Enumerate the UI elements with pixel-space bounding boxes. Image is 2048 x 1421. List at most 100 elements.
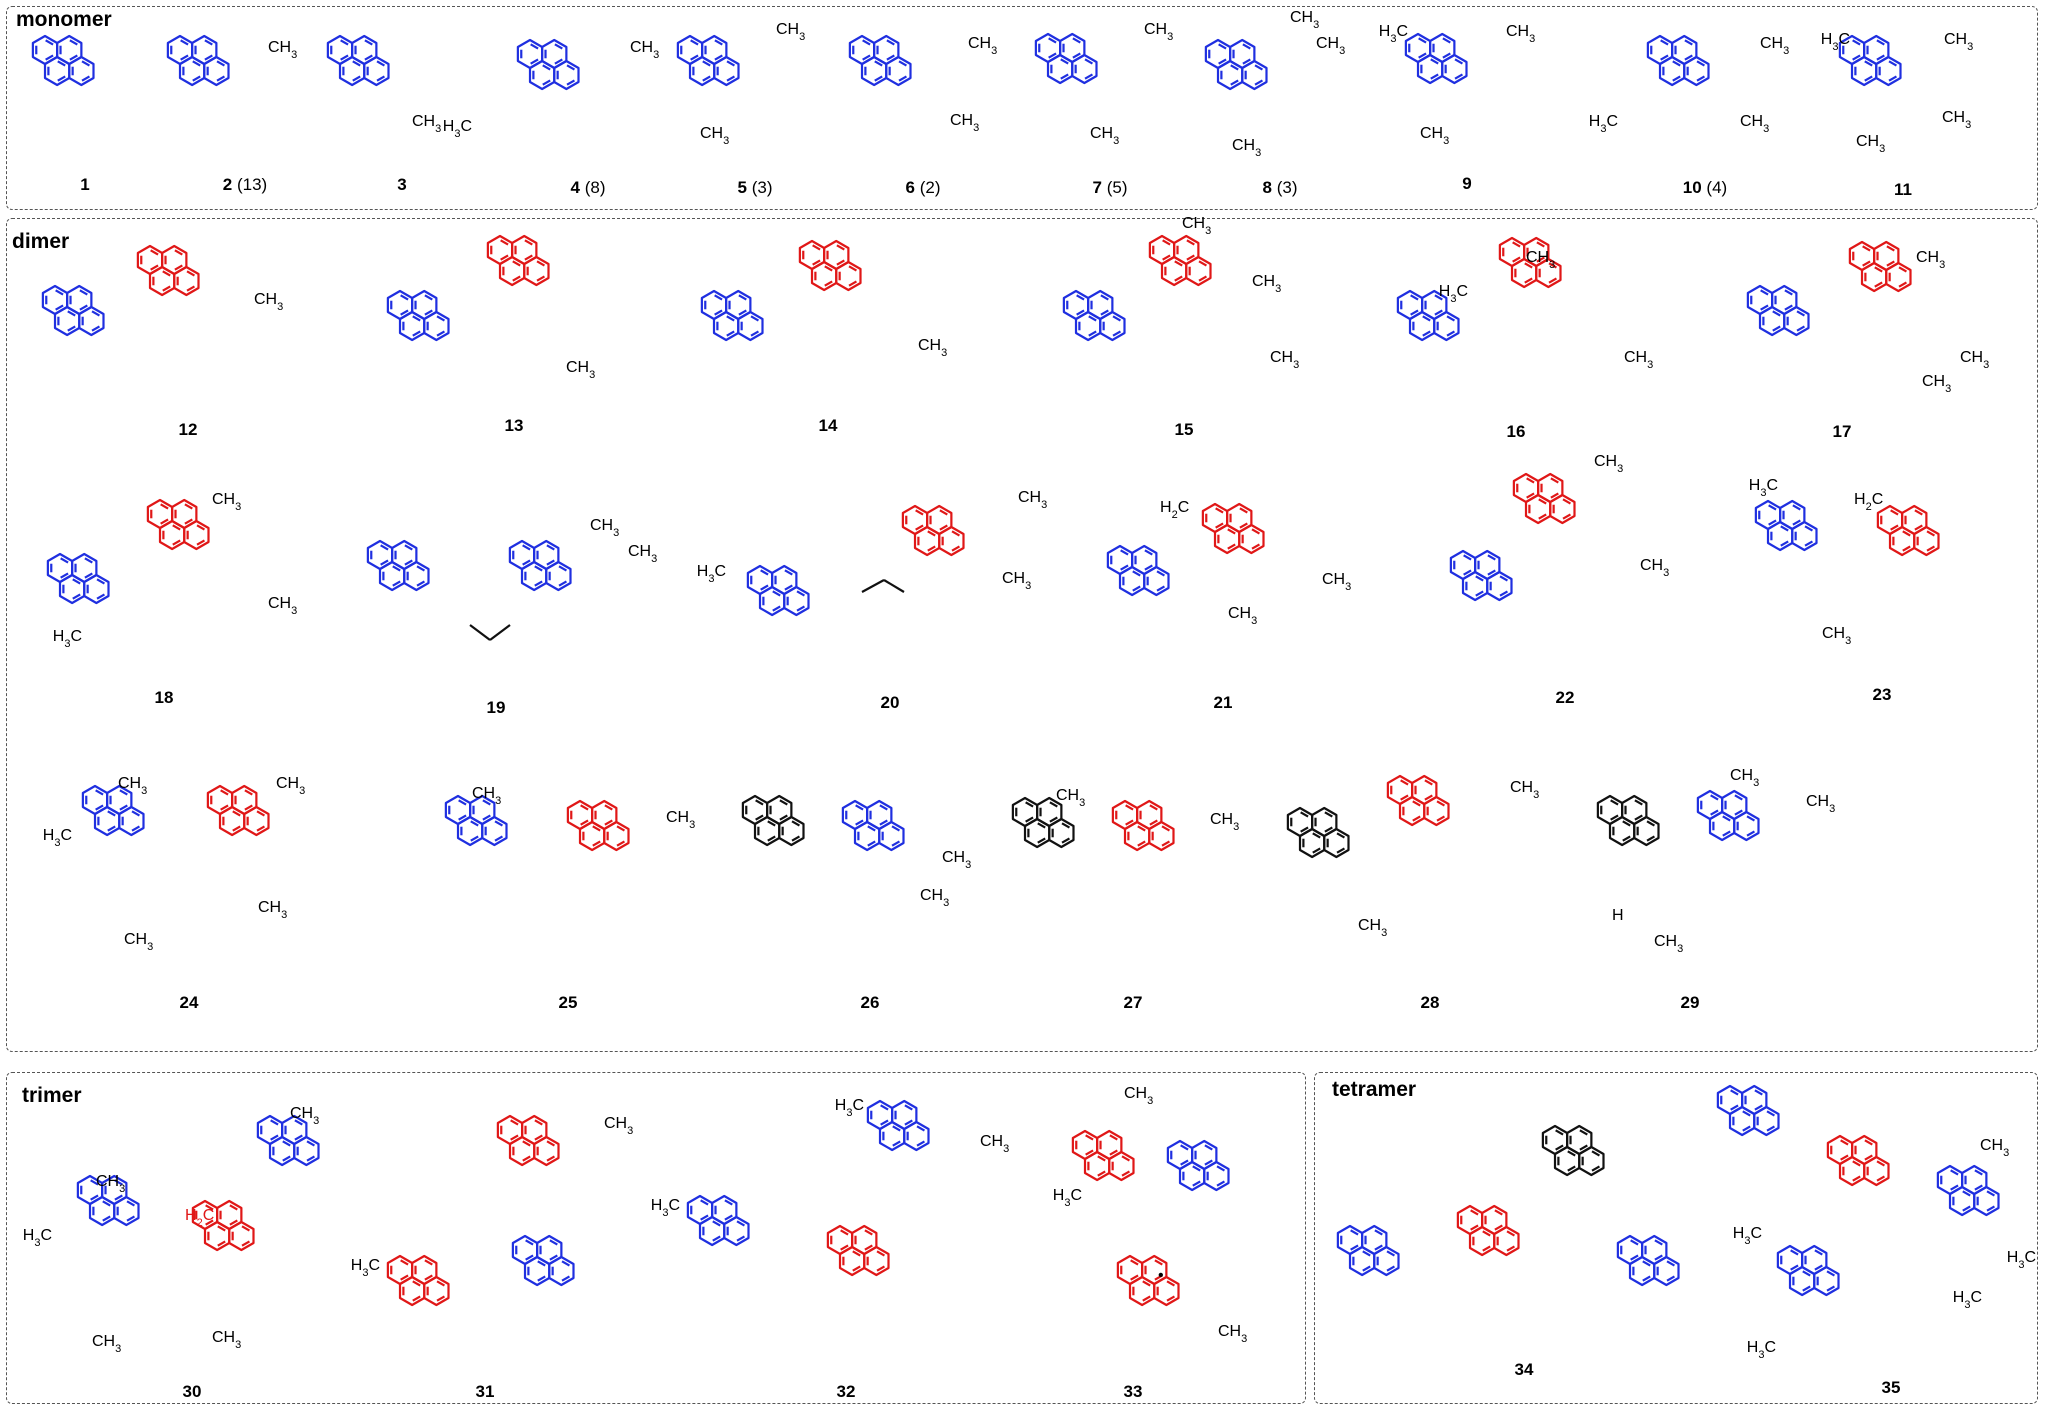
methyl-group: CH3 xyxy=(666,809,695,831)
double-bond xyxy=(542,64,551,71)
double-bond xyxy=(1646,820,1655,827)
compound-label-10: 10 (4) xyxy=(1683,178,1727,198)
double-bond xyxy=(1768,504,1777,511)
double-bond xyxy=(784,569,793,576)
methyl-group: CH3 xyxy=(1510,779,1539,801)
double-bond xyxy=(1926,530,1935,537)
double-bond xyxy=(1555,1144,1564,1151)
double-bond xyxy=(241,1240,250,1247)
ring xyxy=(113,1195,140,1227)
double-bond xyxy=(119,804,128,811)
double-bond xyxy=(1524,262,1533,269)
double-bond xyxy=(546,544,555,551)
tetramer-structure-34 xyxy=(1336,1124,1680,1287)
double-bond xyxy=(1548,277,1557,284)
double-bond xyxy=(1826,1285,1835,1292)
double-bond xyxy=(55,289,64,296)
double-bond xyxy=(1198,260,1207,267)
monomer-structure-3: CH3 xyxy=(326,34,441,135)
ring xyxy=(1633,815,1660,847)
double-bond xyxy=(79,289,88,296)
double-bond xyxy=(1192,1165,1201,1172)
methylene-group: H2C xyxy=(1160,499,1189,521)
double-bond xyxy=(1230,79,1239,86)
methyl-group: CH3 xyxy=(92,1333,121,1355)
double-bond xyxy=(561,1275,570,1282)
double-bond xyxy=(470,820,479,827)
double-bond xyxy=(542,79,551,86)
compound-number: 5 xyxy=(737,178,747,197)
double-bond xyxy=(1886,245,1895,252)
double-bond xyxy=(1591,1165,1600,1172)
double-bond xyxy=(1642,1260,1651,1267)
double-bond xyxy=(566,79,575,86)
double-bond xyxy=(1121,1170,1130,1177)
double-bond xyxy=(726,315,735,322)
double-bond xyxy=(616,825,625,832)
ring xyxy=(1733,810,1760,842)
double-bond xyxy=(1579,1144,1588,1151)
double-bond xyxy=(1251,528,1260,535)
double-bond xyxy=(840,1244,849,1251)
double-bond xyxy=(558,580,567,587)
double-bond xyxy=(45,54,54,61)
methyl-group: H3C xyxy=(23,1227,52,1249)
double-bond xyxy=(1784,289,1793,296)
double-bond xyxy=(1666,1275,1675,1282)
ring xyxy=(228,1220,255,1252)
double-bond xyxy=(951,530,960,537)
compound-label-15: 15 xyxy=(1175,420,1194,440)
ring xyxy=(1549,493,1576,525)
double-bond xyxy=(229,1204,238,1211)
double-bond xyxy=(1660,39,1669,46)
double-bond xyxy=(779,799,788,806)
double-bond xyxy=(1710,794,1719,801)
double-bond xyxy=(848,265,857,272)
methyl-group: CH3 xyxy=(1228,605,1257,627)
methyl-group: CH3 xyxy=(566,359,595,381)
methyl-group: CH3 xyxy=(412,113,441,135)
double-bond xyxy=(1792,504,1801,511)
double-bond xyxy=(1487,569,1496,576)
double-bond xyxy=(412,330,421,337)
compound-number: 15 xyxy=(1174,420,1194,439)
double-bond xyxy=(1162,254,1171,261)
methyl-group: CH3 xyxy=(1018,489,1047,511)
double-bond xyxy=(1722,815,1731,822)
double-bond xyxy=(1324,826,1333,833)
dimer-panel xyxy=(6,218,2038,1052)
double-bond xyxy=(114,1194,123,1201)
methyl-group: CH3 xyxy=(1594,453,1623,475)
compound-label-1: 1 xyxy=(80,175,89,195)
double-bond xyxy=(150,249,159,256)
double-bond xyxy=(282,1155,291,1162)
double-bond xyxy=(1550,477,1559,484)
methyl-group: CH3 xyxy=(1290,9,1319,31)
double-bond xyxy=(364,54,373,61)
double-bond xyxy=(412,315,421,322)
double-bond xyxy=(1654,1239,1663,1246)
double-bond xyxy=(1610,799,1619,806)
methyl-group: CH3 xyxy=(268,39,297,61)
double-bond xyxy=(1186,254,1195,261)
monomer-panel xyxy=(6,6,2038,210)
double-bond xyxy=(436,315,445,322)
double-bond xyxy=(95,804,104,811)
double-bond xyxy=(436,330,445,337)
double-bond xyxy=(205,1204,214,1211)
double-bond xyxy=(340,54,349,61)
ring xyxy=(553,59,580,91)
double-bond xyxy=(724,1214,733,1221)
double-bond xyxy=(1374,1244,1383,1251)
double-bond xyxy=(1470,1209,1479,1216)
double-bond xyxy=(1121,1155,1130,1162)
double-bond xyxy=(554,58,563,65)
ring xyxy=(523,255,550,287)
double-bond xyxy=(864,1244,873,1251)
methyl-group: CH3 xyxy=(1144,21,1173,43)
double-bond xyxy=(549,1254,558,1261)
double-bond xyxy=(874,60,883,67)
double-bond xyxy=(1412,800,1421,807)
